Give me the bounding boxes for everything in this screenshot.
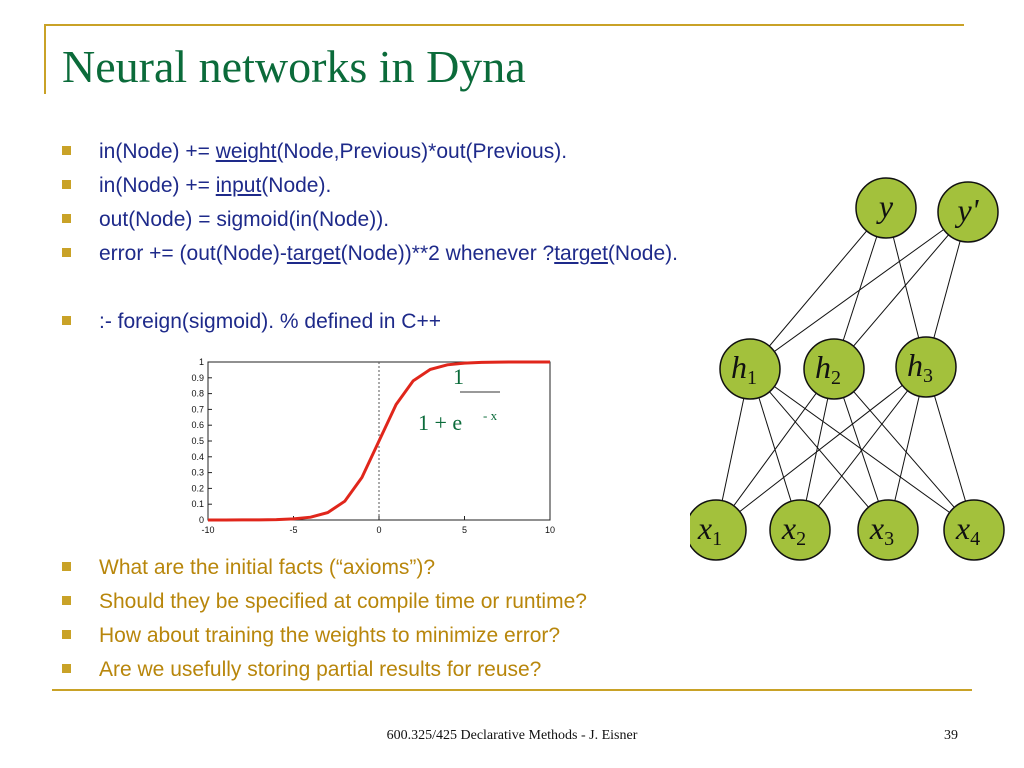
question-axioms: What are the initial facts (“axioms”)? [62,556,435,580]
bullet-square-icon [62,315,71,325]
question-training: How about training the weights to minimi… [62,624,560,648]
sigmoid-series-line [208,360,550,522]
top-rule [46,24,964,26]
bullet-square-icon [62,663,71,673]
input-node-3-label: x3 [869,510,894,550]
hidden-node-3-subscript: 3 [923,365,933,387]
formula-numerator: 1 [453,364,464,389]
bullet-square-icon [62,561,71,571]
slide-title: Neural networks in Dyna [62,41,526,92]
bullet-input-rule: in(Node) += input(Node). [62,174,331,198]
formula-exponent: - x [483,408,498,423]
hidden-node-2-circle [803,338,865,400]
edge-hidden-2-input-4 [833,368,975,531]
bullet-square-icon [62,595,71,605]
input-node-4-circle [943,499,1005,561]
question-compile-time: Should they be specified at compile time… [62,590,587,614]
bullet-square-icon [62,629,71,639]
bullet-square-icon [62,145,71,155]
x-tick-label: -10 [201,525,214,535]
bullet-square-icon [62,179,71,189]
x-tick-label: -5 [289,525,297,535]
y-tick-label: 0.5 [191,436,204,446]
y-tick-label: 0.6 [191,420,204,430]
y-tick-label: 0.2 [191,483,204,493]
bottom-rule [52,689,972,691]
bullet-square-icon [62,247,71,257]
input-node-2-label: x2 [781,510,806,550]
edge-output-1-hidden-1 [749,207,887,370]
y-tick-label: 0.7 [191,404,204,414]
input-node-3-subscript: 3 [884,528,894,550]
output-node-2-circle [937,181,999,243]
x-tick-label: 0 [376,525,381,535]
y-tick-label: 0 [199,515,204,525]
input-node-4-subscript: 4 [970,528,980,550]
input-node-2-subscript: 2 [796,528,806,550]
hidden-node-3-circle [895,336,957,398]
input-node-1-circle [690,499,747,561]
output-node-1-circle [855,177,917,239]
y-tick-label: 1 [199,357,204,367]
output-node-2-label: y' [954,192,979,228]
edge-hidden-3-input-2 [799,366,927,531]
hidden-node-2-subscript: 2 [831,367,841,389]
input-node-3-circle [857,499,919,561]
left-rule [44,24,46,94]
edge-output-2-hidden-2 [833,211,969,370]
bullet-error-rule: error += (out(Node)-target(Node))**2 whe… [62,242,678,266]
sigmoid-chart: 0 0.1 0.2 0.3 0.4 0.5 0.6 0.7 0.8 0.9 1 -10 -5 0 5 10 1… [191,357,555,535]
bullet-out-rule: out(Node) = sigmoid(in(Node)). [62,208,389,232]
y-tick-label: 0.3 [191,468,204,478]
page-number: 39 [944,728,958,743]
y-tick-label: 0.8 [191,389,204,399]
footer-text: 600.325/425 Declarative Methods - J. Eis… [386,728,638,743]
edge-hidden-3-input-1 [715,366,927,531]
bullet-foreign-rule: :- foreign(sigmoid). % defined in C++ [62,310,441,334]
bullet-square-icon [62,213,71,223]
y-tick-label: 0.1 [191,499,204,509]
input-node-1-subscript: 1 [712,528,722,550]
formula-denominator: 1 + e [418,410,462,435]
x-tick-label: 10 [545,525,555,535]
input-node-2-circle [769,499,831,561]
hidden-node-1-subscript: 1 [747,367,757,389]
x-tick-label: 5 [462,525,467,535]
hidden-node-1-circle [719,338,781,400]
question-reuse: Are we usefully storing partial results … [62,658,541,682]
output-node-1-label: y [876,188,894,224]
y-tick-label: 0.4 [191,452,204,462]
edge-hidden-2-input-1 [715,368,835,531]
y-tick-label: 0.9 [191,373,204,383]
edge-output-2-hidden-1 [749,211,969,370]
bullet-weight-rule: in(Node) += weight(Node,Previous)*out(Pr… [62,140,567,164]
